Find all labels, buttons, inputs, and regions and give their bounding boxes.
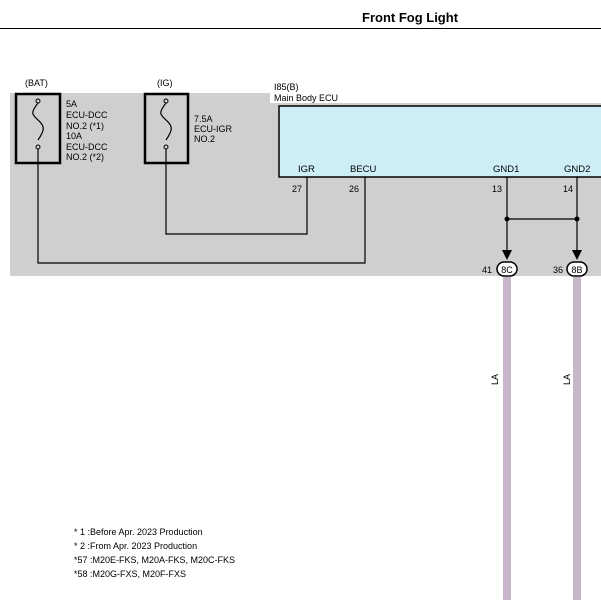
connector-number: 36	[553, 265, 563, 275]
ig-to-igr-wire	[165, 149, 308, 235]
ecu-pin-name: IGR	[298, 164, 315, 175]
ecu-pin-number: 13	[492, 184, 502, 194]
junction-dot	[504, 216, 510, 222]
bat-label: (BAT)	[25, 78, 48, 88]
ecu-pin-number: 14	[563, 184, 573, 194]
bat-to-becu-wire	[37, 149, 366, 264]
connector-oval	[496, 261, 518, 277]
ecu-pin-number: 27	[292, 184, 302, 194]
fuse-icon	[160, 102, 172, 141]
wire-color-label: LA	[562, 374, 572, 385]
footnote: * 2 :From Apr. 2023 Production	[74, 541, 197, 551]
ig-fuse-line: NO.2	[194, 134, 215, 144]
footnote: *58 :M20G-FXS, M20F-FXS	[74, 569, 186, 579]
bat-fuse-line: NO.2 (*1)	[66, 121, 104, 131]
ecu-pin-number: 26	[349, 184, 359, 194]
footnotes: * 1 :Before Apr. 2023 Production * 2 :Fr…	[74, 527, 235, 579]
bat-fuse-text: 5A ECU-DCC NO.2 (*1) 10A ECU-DCC NO.2 (*…	[66, 99, 108, 162]
bat-fuse-line: ECU-DCC	[66, 142, 108, 152]
internal-wiring	[37, 149, 578, 264]
connector-label: 8B	[571, 265, 582, 275]
ground-connector: 36 8B	[553, 261, 588, 277]
ecu-pins: IGR BECU GND1 GND2 27 26 13 14	[292, 164, 590, 194]
arrow-down-icon	[502, 250, 512, 260]
bat-fuse-line: 5A	[66, 99, 77, 109]
ecu-name: Main Body ECU	[274, 93, 338, 103]
bat-fuse-line: NO.2 (*2)	[66, 152, 104, 162]
bat-fuse-line: 10A	[66, 131, 82, 141]
connector-label: 8C	[501, 265, 513, 275]
fuse-icon	[32, 102, 44, 141]
wire-color-label: LA	[490, 374, 500, 385]
footnote: * 1 :Before Apr. 2023 Production	[74, 527, 203, 537]
ig-fuse-text: 7.5A ECU-IGR NO.2	[194, 114, 233, 144]
ecu-code: I85(B)	[274, 82, 299, 92]
external-wire	[503, 277, 511, 600]
footnote: *57 :M20E-FKS, M20A-FKS, M20C-FKS	[74, 555, 235, 565]
main-body-ecu-box	[278, 105, 601, 178]
arrow-down-icon	[572, 250, 582, 260]
ig-fuse-line: 7.5A	[194, 114, 213, 124]
ig-fuse-line: ECU-IGR	[194, 124, 233, 134]
ecu-pin-name: GND1	[493, 164, 519, 175]
ecu-pin-name: GND2	[564, 164, 590, 175]
connector-oval	[566, 261, 588, 277]
bat-fuse-line: ECU-DCC	[66, 110, 108, 120]
page-title: Front Fog Light	[362, 10, 459, 25]
connector-number: 41	[482, 265, 492, 275]
junction-dot	[574, 216, 580, 222]
ig-label: (IG)	[157, 78, 173, 88]
external-wire	[573, 277, 581, 600]
ecu-pin-name: BECU	[350, 164, 377, 175]
ground-connector: 41 8C	[482, 261, 518, 277]
